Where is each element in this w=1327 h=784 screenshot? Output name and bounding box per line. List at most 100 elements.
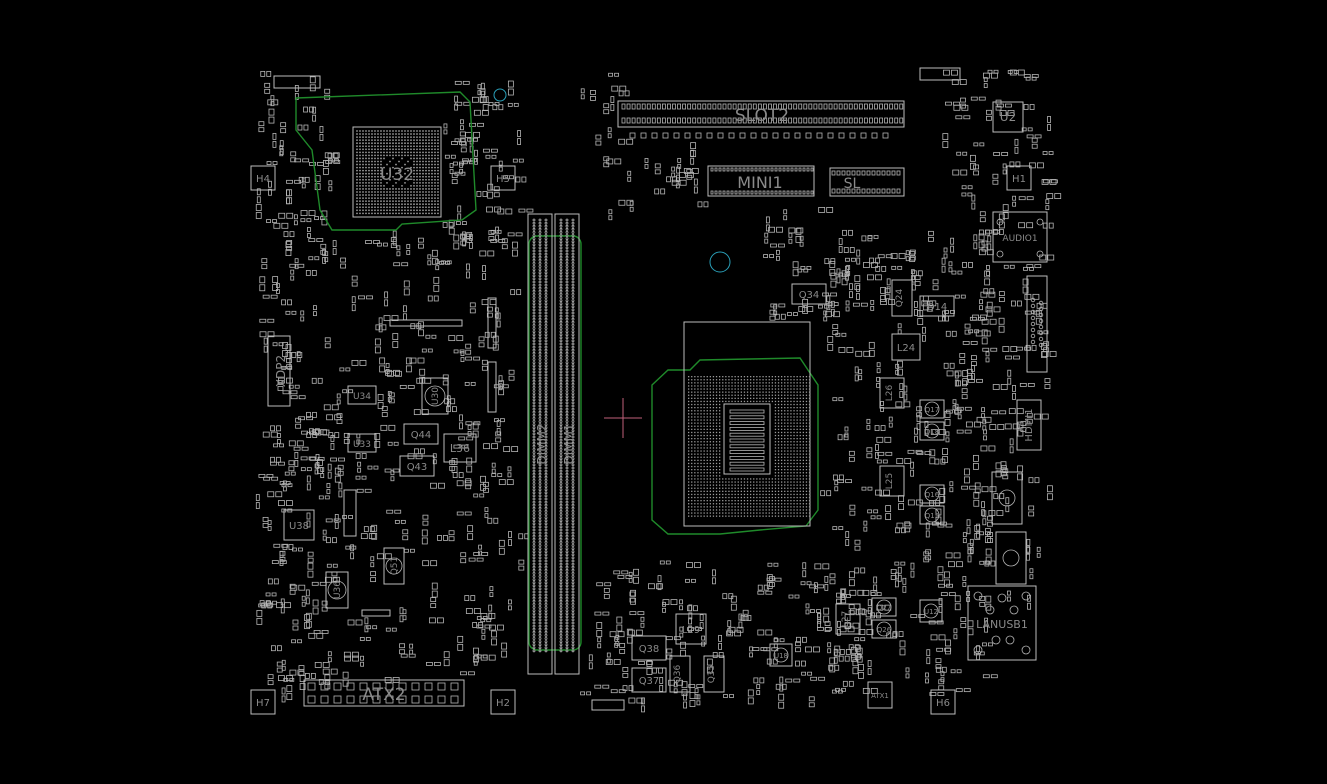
usb-connector-b[interactable] bbox=[995, 531, 1027, 585]
xdp2-label: XDP2 bbox=[274, 355, 288, 387]
u33-label: U33 bbox=[353, 440, 371, 450]
h1-label: H1 bbox=[1012, 174, 1026, 185]
u33-chip[interactable]: U33 bbox=[347, 433, 377, 453]
q16-label: Q16 bbox=[925, 491, 940, 499]
u38-chip[interactable]: U38 bbox=[283, 509, 315, 541]
u30-chip[interactable]: U30 bbox=[421, 377, 449, 415]
q34-transistor[interactable]: Q34 bbox=[791, 283, 827, 305]
q14-transistor[interactable]: Q14 bbox=[919, 295, 955, 317]
q37-transistor[interactable]: Q37 bbox=[631, 667, 667, 693]
u36-chip[interactable]: U36 bbox=[325, 571, 349, 609]
audio1-label: AUDIO1 bbox=[1002, 234, 1037, 244]
sl-label: SL bbox=[844, 176, 861, 192]
top-left-header bbox=[273, 75, 321, 89]
h6-label: H6 bbox=[936, 698, 950, 709]
slot2-side-pads bbox=[629, 132, 889, 139]
q35-transistor[interactable]: Q35 bbox=[703, 655, 725, 693]
fiducial-mid bbox=[709, 251, 731, 273]
u34-chip[interactable]: U34 bbox=[347, 385, 377, 405]
l36-inductor[interactable]: L36 bbox=[443, 433, 477, 463]
slot2-label: SLOT2 bbox=[735, 106, 789, 126]
atx1-label: ATX1 bbox=[871, 692, 889, 700]
q51-label: Q51 bbox=[390, 557, 400, 576]
u18-chip[interactable]: U18 bbox=[769, 643, 793, 667]
mounting-hole-h6[interactable]: H6 bbox=[930, 689, 956, 715]
dimm1-label: DIMM1 bbox=[562, 423, 576, 464]
l26-label: L26 bbox=[885, 384, 895, 401]
l29-inductor[interactable]: L29 bbox=[675, 613, 707, 645]
top-right-header bbox=[919, 67, 961, 81]
hdmi1-label: HDMI1 bbox=[1024, 408, 1035, 441]
h5-label: H5 bbox=[496, 174, 510, 185]
l25-label: L25 bbox=[885, 473, 895, 489]
q26-label: Q26 bbox=[877, 626, 892, 634]
q16-transistor[interactable]: Q16 bbox=[919, 484, 945, 504]
q35-label: Q35 bbox=[707, 665, 717, 684]
mini1-connector[interactable]: MINI1 bbox=[707, 165, 815, 197]
cpu-socket[interactable] bbox=[683, 321, 811, 527]
l36-label: L36 bbox=[450, 442, 470, 455]
u34-label: U34 bbox=[353, 392, 371, 402]
u2-label: U2 bbox=[1000, 110, 1016, 124]
q17-transistor[interactable]: Q17 bbox=[919, 399, 945, 419]
left-vertical-header-b bbox=[487, 361, 497, 413]
q17-label: Q17 bbox=[925, 406, 939, 414]
mini1-label: MINI1 bbox=[737, 173, 782, 192]
q26-transistor[interactable]: Q26 bbox=[871, 619, 897, 639]
q43-transistor[interactable]: Q43 bbox=[399, 455, 435, 477]
dimm2-label: DIMM2 bbox=[535, 423, 549, 464]
q27-transistor[interactable]: Q27 bbox=[871, 597, 897, 617]
audio1-connector[interactable]: AUDIO1 bbox=[992, 211, 1048, 263]
atx1-connector[interactable]: ATX1 bbox=[867, 681, 893, 709]
small-component-pads bbox=[255, 69, 1062, 713]
atx2-connector[interactable]: ATX2 bbox=[303, 679, 465, 707]
u18-label: U18 bbox=[774, 652, 788, 660]
left-vertical-header-c bbox=[343, 489, 357, 537]
sl-connector[interactable]: SL bbox=[829, 167, 905, 197]
slot2-connector[interactable]: SLOT2 bbox=[617, 100, 905, 128]
bottom-left-strip bbox=[361, 609, 391, 617]
q51-transistor[interactable]: Q51 bbox=[383, 547, 405, 585]
vga-connector[interactable] bbox=[1026, 275, 1048, 373]
q18-label: Q18 bbox=[925, 428, 939, 436]
mounting-hole-h4[interactable]: H4 bbox=[250, 165, 276, 191]
mounting-hole-h7[interactable]: H7 bbox=[250, 689, 276, 715]
u32-label: U32 bbox=[380, 165, 414, 185]
q44-transistor[interactable]: Q44 bbox=[403, 423, 439, 445]
u32-chip[interactable]: U32 bbox=[352, 126, 442, 218]
q38-label: Q38 bbox=[639, 644, 660, 655]
dimm1-slot[interactable]: DIMM1 bbox=[554, 213, 580, 675]
l29-label: L29 bbox=[682, 625, 700, 636]
l27-inductor[interactable]: L27 bbox=[835, 603, 861, 635]
dimm2-slot[interactable]: DIMM2 bbox=[527, 213, 553, 675]
q15-transistor[interactable]: Q15 bbox=[919, 505, 945, 525]
cpu-keepout-outline bbox=[651, 357, 819, 535]
q37-label: Q37 bbox=[639, 676, 660, 687]
usb-connector-a[interactable] bbox=[991, 471, 1023, 525]
mounting-hole-h1[interactable]: H1 bbox=[1006, 165, 1032, 191]
q36-transistor[interactable]: Q36 bbox=[669, 655, 691, 693]
lanusb1-connector[interactable]: LANUSB1 bbox=[967, 585, 1037, 661]
l25-inductor[interactable]: L25 bbox=[879, 465, 905, 497]
mounting-hole-h5[interactable]: H5 bbox=[490, 165, 516, 191]
u38-label: U38 bbox=[289, 521, 309, 532]
l24-inductor[interactable]: L24 bbox=[891, 333, 921, 361]
u12-label: U12 bbox=[924, 608, 938, 616]
xdp2-connector[interactable]: XDP2 bbox=[267, 335, 291, 407]
q18-transistor[interactable]: Q18 bbox=[919, 421, 945, 441]
atx2-label: ATX2 bbox=[362, 685, 405, 705]
hdmi1-connector[interactable]: HDMI1 bbox=[1016, 399, 1042, 451]
u2-chip[interactable]: U2 bbox=[992, 101, 1024, 133]
u32-keepout-outline bbox=[295, 91, 477, 231]
u36-label: U36 bbox=[333, 581, 343, 599]
q38-transistor[interactable]: Q38 bbox=[631, 635, 667, 661]
u30-label: U30 bbox=[431, 387, 441, 405]
mounting-hole-h2[interactable]: H2 bbox=[490, 689, 516, 715]
q24-transistor[interactable]: Q24 bbox=[891, 279, 913, 317]
u12-chip[interactable]: U12 bbox=[919, 599, 943, 623]
q27-label: Q27 bbox=[877, 604, 891, 612]
l24-label: L24 bbox=[897, 343, 915, 354]
h4-label: H4 bbox=[256, 174, 270, 185]
l26-inductor[interactable]: L26 bbox=[879, 377, 905, 409]
